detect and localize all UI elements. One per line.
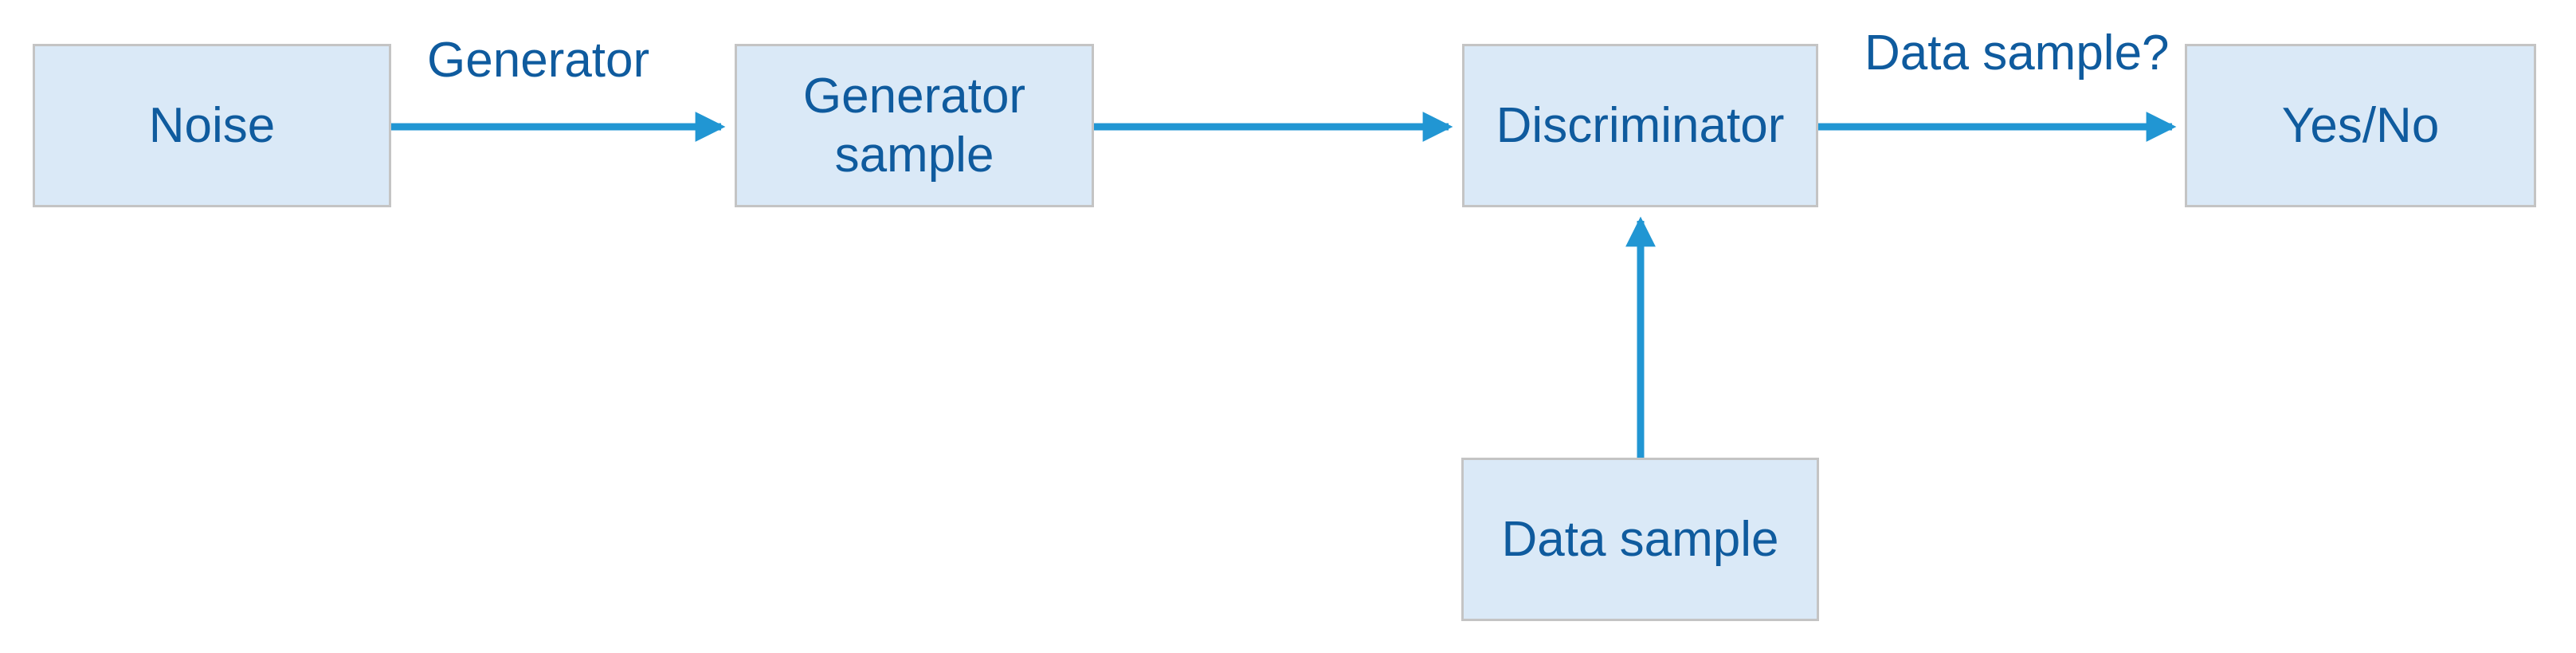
node-yes-no[interactable]: Yes/No <box>2185 44 2536 207</box>
node-data-sample[interactable]: Data sample <box>1461 458 1819 621</box>
edge-label-data-sample: Data sample? <box>1864 26 2170 81</box>
node-noise[interactable]: Noise <box>33 44 391 207</box>
node-generator-sample[interactable]: Generator sample <box>735 44 1094 207</box>
node-discriminator[interactable]: Discriminator <box>1462 44 1818 207</box>
edge-label-generator: Generator <box>427 33 650 88</box>
